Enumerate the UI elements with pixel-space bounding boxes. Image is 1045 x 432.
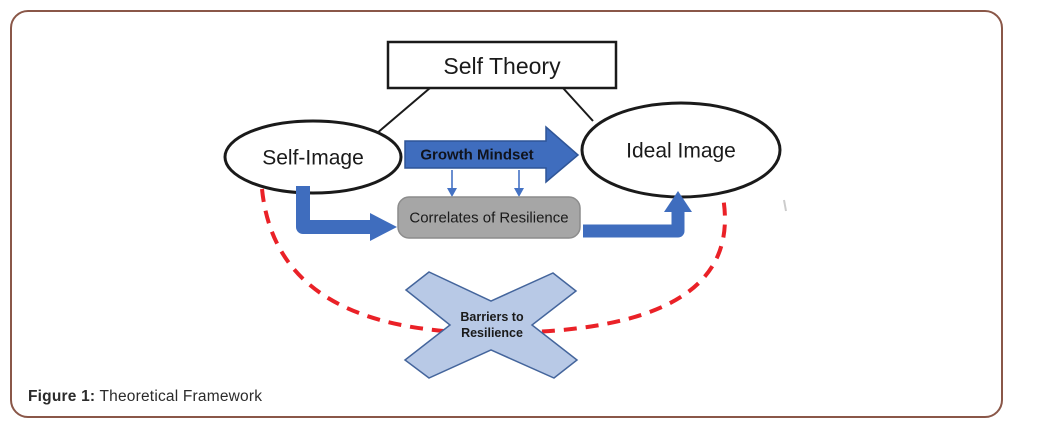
- connector-line-right: [562, 87, 594, 122]
- caption-label: Figure 1:: [28, 388, 96, 405]
- elbow-arrow-right: [583, 191, 692, 238]
- self-image-label: Self-Image: [262, 147, 364, 170]
- ideal-image-label: Ideal Image: [626, 140, 736, 163]
- correlates-label: Correlates of Resilience: [409, 210, 568, 227]
- self-theory-label: Self Theory: [443, 53, 561, 79]
- self-theory-box: [386, 40, 618, 90]
- figure-caption: Figure 1: Theoretical Framework: [28, 388, 262, 406]
- barriers-label-line2: Resilience: [461, 326, 523, 340]
- growth-mindset-arrow: [404, 125, 580, 184]
- down-arrow-left: [447, 170, 457, 197]
- connector-line-left: [375, 87, 431, 135]
- stray-mark: [783, 199, 787, 212]
- elbow-arrow-left: [296, 186, 397, 241]
- caption-text: Theoretical Framework: [99, 388, 263, 405]
- correlates-box: [397, 196, 581, 239]
- self-image-ellipse: [223, 119, 403, 195]
- barriers-x-shape: [403, 271, 579, 379]
- barriers-label-line1: Barriers to: [460, 310, 524, 324]
- red-dashed-loop: [260, 188, 727, 336]
- down-arrow-right: [514, 170, 524, 197]
- growth-mindset-label: Growth Mindset: [420, 147, 533, 164]
